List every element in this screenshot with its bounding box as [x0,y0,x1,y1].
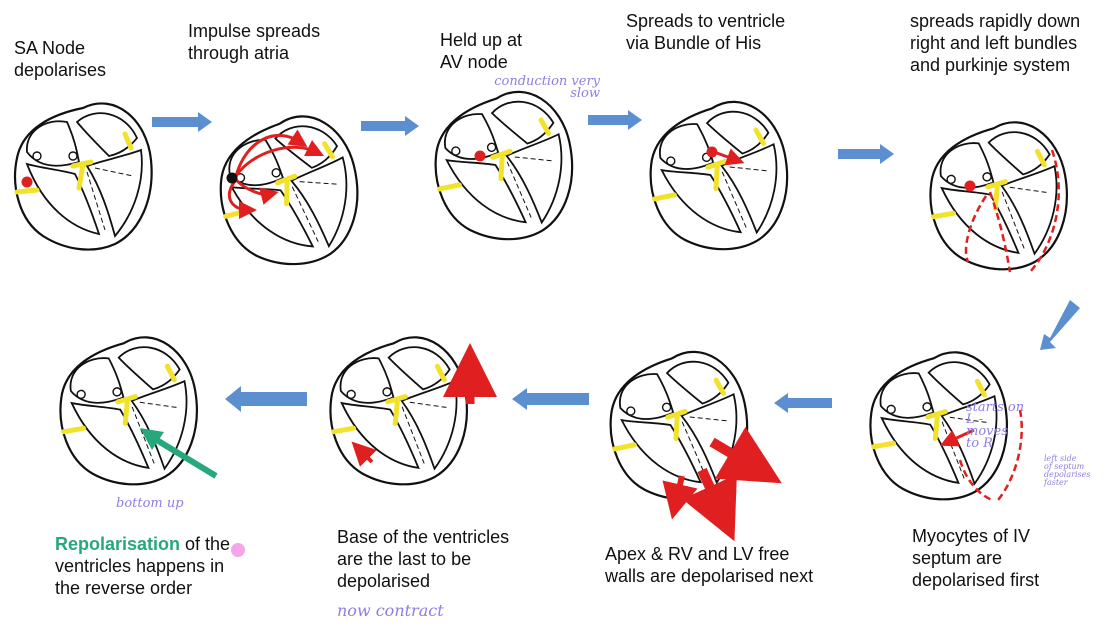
step-6-note: starts on L - moves to R [966,400,1025,451]
flow-arrow-1-2 [152,112,212,132]
flow-arrows [152,110,1080,413]
step-2-label: Impulse spreads through atria [188,21,321,63]
step-9-note: bottom up [116,496,184,511]
step-8-label: Base of the ventricles are the last to b… [337,527,510,591]
flow-arrow-3-4 [588,110,642,130]
step-6-label: Myocytes of IV septum are depolarised fi… [912,526,1040,590]
flow-arrow-4-5 [838,144,894,164]
repolarisation-term: Repolarisation [55,534,181,554]
highlight-dot [231,543,245,557]
step-9-label: Repolarisation of the ventricles happens… [55,533,285,599]
heart-step-8 [326,334,472,489]
flow-arrow-6-7 [774,393,832,413]
step-4-label: Spreads to ventricle via Bundle of His [626,11,786,53]
step-8-note: now contract [337,601,444,620]
repolarisation-arrow [140,428,218,479]
flow-arrow-2-3 [361,116,419,136]
step-6-note-2: left side of septum depolarises faster [1044,454,1091,487]
heart-step-4 [644,97,795,257]
activation-marks [21,129,1060,542]
heart-step-5 [926,119,1072,274]
flow-arrow-8-9 [225,386,307,412]
step-1-label: SA Node depolarises [14,38,107,80]
heart-step-2 [212,110,368,274]
flow-arrow-5-6 [1040,300,1080,350]
step-5-label: spreads rapidly down right and left bund… [910,11,1081,75]
step-9-label-rest: of the ventricles happens in the reverse… [55,534,231,598]
heart-step-9 [56,334,202,489]
step-7-label: Apex & RV and LV free walls are depolari… [605,544,814,586]
heart-step-1 [15,103,152,249]
step-3-label: Held up at AV node [440,30,523,72]
flow-arrow-7-8 [512,388,589,410]
heart-step-3 [429,87,580,247]
step-3-note: conduction very slow [494,74,600,101]
